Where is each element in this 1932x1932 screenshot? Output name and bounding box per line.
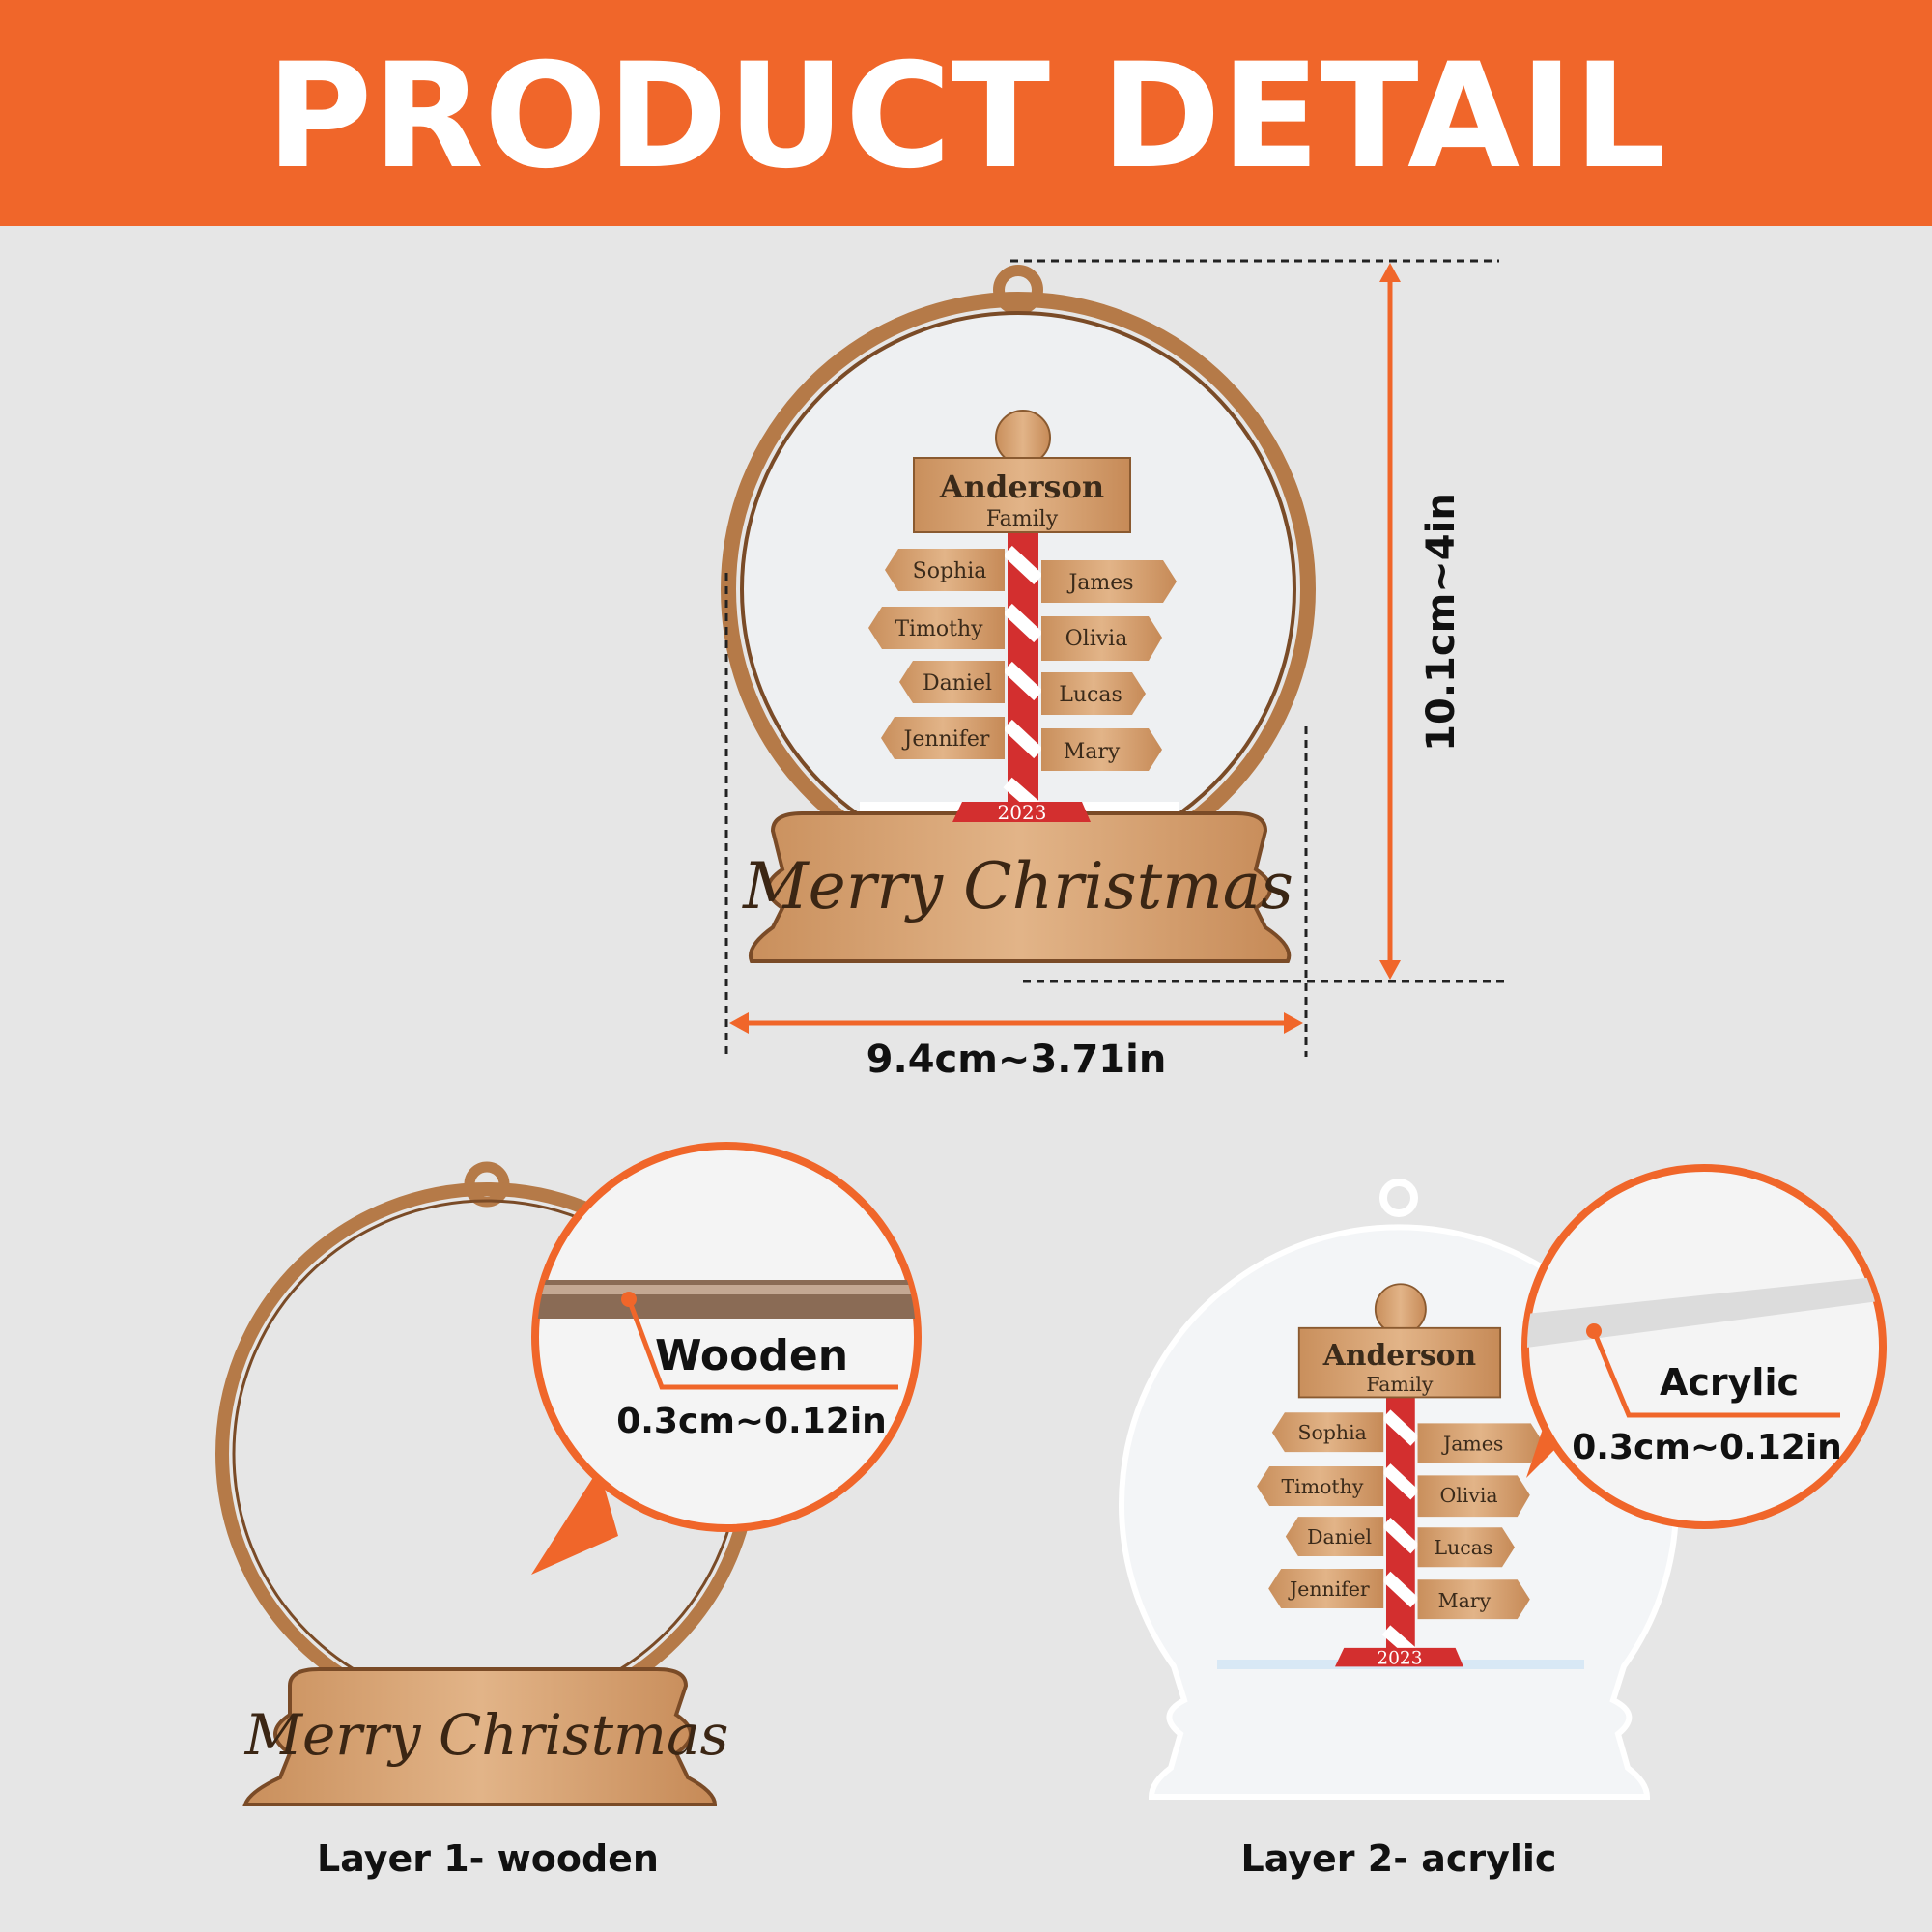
sign-right bbox=[1417, 1423, 1544, 1463]
family-sign bbox=[913, 457, 1131, 533]
sign-left bbox=[899, 661, 1005, 703]
sign-name: Timothy bbox=[895, 617, 983, 641]
header-banner bbox=[0, 0, 1932, 226]
pole-knob bbox=[995, 410, 1051, 466]
family-name: Anderson bbox=[1322, 1339, 1476, 1373]
pole-base bbox=[1334, 1647, 1463, 1667]
signpost: Anderson Family Sophia Timothy Daniel Je… bbox=[868, 410, 1177, 824]
year: 2023 bbox=[998, 801, 1047, 824]
hanging-loop bbox=[1379, 1179, 1418, 1217]
sign-name: Sophia bbox=[913, 559, 987, 583]
acrylic-edge bbox=[1527, 1275, 1881, 1348]
sign-right bbox=[1417, 1475, 1530, 1518]
ornament-base bbox=[749, 811, 1292, 963]
sign-right bbox=[1417, 1527, 1515, 1568]
base-text: Merry Christmas bbox=[742, 849, 1293, 923]
acrylic-thickness-label: 0.3cm~0.12in bbox=[1572, 1428, 1842, 1467]
sign-left bbox=[1285, 1517, 1384, 1557]
ornament-full: Merry Christmas Anderson Family Sophia T… bbox=[721, 265, 1316, 963]
wooden-base-text: Merry Christmas bbox=[244, 1702, 729, 1768]
sign-name: Daniel bbox=[923, 671, 992, 696]
family-name: Anderson bbox=[939, 469, 1104, 505]
wooden-base bbox=[242, 1667, 718, 1806]
family-sign bbox=[1297, 1326, 1502, 1399]
pole-knob bbox=[1374, 1283, 1427, 1336]
sign-right bbox=[1417, 1579, 1530, 1620]
sign-right bbox=[1041, 672, 1146, 715]
layer-acrylic: Anderson Family Sophia Timothy Daniel Je… bbox=[1119, 1164, 1887, 1880]
callout-pointer bbox=[531, 1468, 618, 1575]
sign-left bbox=[1268, 1569, 1384, 1608]
dimension-guides bbox=[724, 259, 1509, 1057]
sign-name: Jennifer bbox=[902, 727, 990, 752]
sign-name: Jennifer bbox=[1288, 1577, 1370, 1601]
sign-left bbox=[1271, 1412, 1384, 1453]
sign-name: Olivia bbox=[1065, 627, 1128, 651]
hanging-loop bbox=[993, 265, 1043, 315]
acrylic-signpost: Anderson Family Sophia Timothy Daniel Je… bbox=[1257, 1283, 1544, 1669]
wooden-material-label: Wooden bbox=[655, 1331, 848, 1380]
family-label: Family bbox=[1366, 1373, 1433, 1396]
sign-name: Sophia bbox=[1298, 1421, 1367, 1444]
height-arrow bbox=[1379, 263, 1401, 980]
sign-name: Lucas bbox=[1435, 1536, 1493, 1559]
width-label: 9.4cm~3.71in bbox=[867, 1037, 1167, 1082]
sign-name: James bbox=[1066, 571, 1133, 595]
sign-name: Lucas bbox=[1059, 683, 1122, 707]
sign-name: Daniel bbox=[1307, 1525, 1372, 1548]
sign-name: Timothy bbox=[1282, 1475, 1364, 1498]
layer-wooden: Merry Christmas Wooden 0.3cm~0.12in Laye… bbox=[215, 1142, 922, 1880]
family-label: Family bbox=[986, 507, 1059, 531]
sign-right bbox=[1041, 560, 1177, 603]
sign-name: Mary bbox=[1064, 740, 1121, 764]
wooden-layer-caption: Layer 1- wooden bbox=[317, 1837, 659, 1880]
sign-name: James bbox=[1441, 1432, 1503, 1455]
sign-name: Olivia bbox=[1439, 1484, 1497, 1507]
acrylic-material-label: Acrylic bbox=[1660, 1361, 1799, 1404]
sign-left bbox=[868, 607, 1005, 649]
wooden-thickness-label: 0.3cm~0.12in bbox=[616, 1402, 887, 1441]
sign-right bbox=[1041, 616, 1162, 661]
acrylic-layer-caption: Layer 2- acrylic bbox=[1241, 1837, 1557, 1880]
page-title: PRODUCT DETAIL bbox=[266, 33, 1665, 201]
sign-right bbox=[1041, 728, 1162, 771]
width-arrow bbox=[729, 1012, 1303, 1034]
height-label: 10.1cm~4in bbox=[1419, 493, 1463, 752]
acrylic-zoom-circle bbox=[1521, 1164, 1887, 1529]
sign-left bbox=[881, 717, 1005, 759]
sign-name: Mary bbox=[1438, 1589, 1492, 1612]
sign-left bbox=[1257, 1466, 1384, 1506]
pole-base bbox=[952, 802, 1091, 822]
wooden-zoom-circle bbox=[531, 1142, 922, 1532]
sign-left bbox=[885, 549, 1005, 591]
year: 2023 bbox=[1377, 1649, 1422, 1669]
